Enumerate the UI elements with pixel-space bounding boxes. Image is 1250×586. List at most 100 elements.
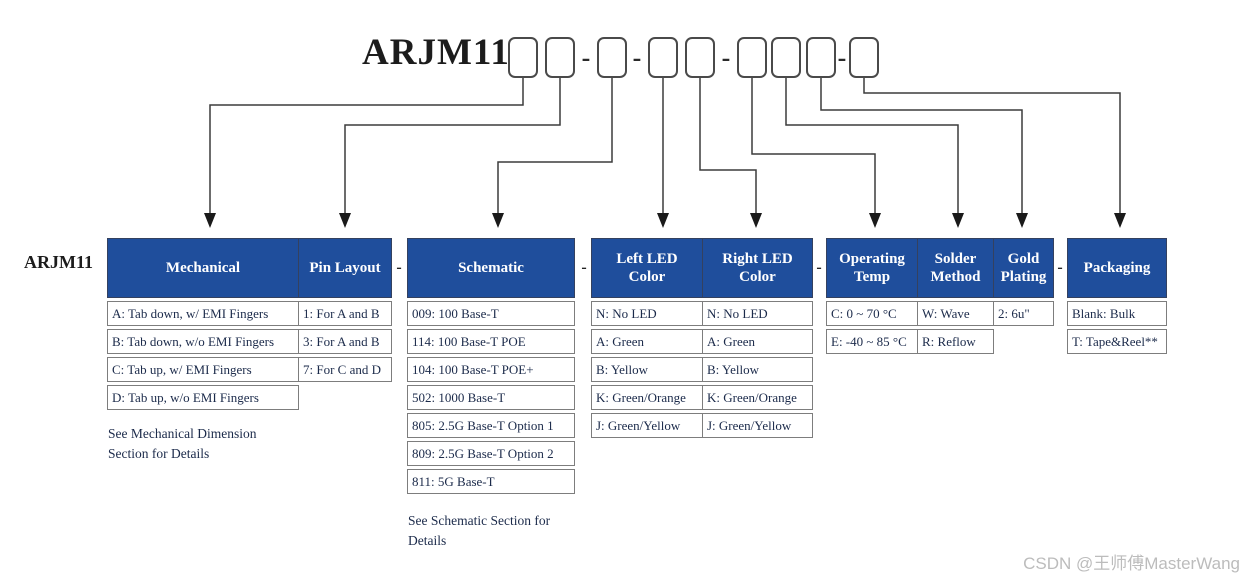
arrow-line-gold-plating [820,77,1023,214]
table-row: 2: 6u" [993,301,1054,326]
column-title-line1: Solder [934,251,977,267]
arrow-line-solder-method [785,77,959,214]
column-title-line1: Gold [1007,251,1040,267]
table-separator-dash: - [816,259,822,276]
arrow-line-mechanical [209,77,524,214]
arrow-line-right-led [699,77,757,214]
column-solder-method-header: Solder Method [917,238,994,298]
table-row: A: Green [702,329,813,354]
digit-box-mechanical [508,37,538,78]
arrow-line-schematic [497,77,613,214]
column-title: Pin Layout [309,260,381,276]
column-title: Packaging [1083,260,1151,276]
column-title-line2: Plating [1000,269,1047,285]
table-row: N: No LED [702,301,813,326]
digit-box-operating-temp [737,37,767,78]
footnote-line1: See Mechanical Dimension [108,426,257,441]
column-title-line2: Color [739,269,776,285]
digit-box-right-led [685,37,715,78]
column-operating-temp-header: Operating Temp [826,238,918,298]
arrowhead-icon [339,213,351,228]
column-title-line1: Left LED [616,251,678,267]
table-row: A: Green [591,329,703,354]
table-row: J: Green/Yellow [702,413,813,438]
column-title-line2: Temp [853,269,891,285]
part-number-dash: - [837,43,847,72]
column-title-line1: Operating [839,251,905,267]
table-row: B: Yellow [702,357,813,382]
table-row: 114: 100 Base-T POE [407,329,575,354]
table-row: J: Green/Yellow [591,413,703,438]
column-pin-layout: Pin Layout 1: For A and B 3: For A and B… [298,238,392,382]
column-gold-plating-header: Gold Plating [993,238,1054,298]
column-title-line2: Method [930,269,981,285]
table-row: 809: 2.5G Base-T Option 2 [407,441,575,466]
arrowhead-icon [657,213,669,228]
arrowhead-icon [869,213,881,228]
table-row: W: Wave [917,301,994,326]
footnote-line2: Section for Details [108,445,210,461]
digit-box-solder-method [771,37,801,78]
table-row: C: Tab up, w/ EMI Fingers [107,357,299,382]
table-row: 3: For A and B [298,329,392,354]
table-row: C: 0 ~ 70 °C [826,301,918,326]
part-number-dash: - [581,43,591,72]
column-right-led-color: Right LED Color N: No LED A: Green B: Ye… [702,238,813,438]
csdn-watermark: CSDN @王师傅MasterWang [1023,554,1240,573]
arrowhead-icon [952,213,964,228]
arrow-line-operating-temp [751,77,876,214]
table-separator-dash: - [396,259,402,276]
column-packaging-header: Packaging [1067,238,1167,298]
table-row: R: Reflow [917,329,994,354]
column-operating-temp: Operating Temp C: 0 ~ 70 °C E: -40 ~ 85 … [826,238,918,354]
footnote-line1: See Schematic Section for [408,513,551,528]
table-row: 7: For C and D [298,357,392,382]
table-row: 805: 2.5G Base-T Option 1 [407,413,575,438]
table-row: 1: For A and B [298,301,392,326]
column-title: Mechanical [165,260,241,276]
footnote-line2: Details [408,532,447,548]
arrowhead-icon [1114,213,1126,228]
column-packaging: Packaging Blank: Bulk T: Tape&Reel** [1067,238,1167,354]
table-separator-dash: - [1057,259,1063,276]
table-row: K: Green/Orange [702,385,813,410]
column-right-led-header: Right LED Color [702,238,813,298]
column-gold-plating: Gold Plating 2: 6u" [993,238,1054,326]
table-row: Blank: Bulk [1067,301,1167,326]
table-row: B: Tab down, w/o EMI Fingers [107,329,299,354]
series-label: ARJM11 [24,252,93,272]
arrowhead-icon [204,213,216,228]
table-row: D: Tab up, w/o EMI Fingers [107,385,299,410]
column-mechanical: Mechanical A: Tab down, w/ EMI Fingers B… [107,238,299,410]
column-mechanical-header: Mechanical [107,238,299,298]
digit-box-left-led [648,37,678,78]
table-row: 104: 100 Base-T POE+ [407,357,575,382]
arrow-connector-lines [204,77,1126,228]
part-number-dash: - [721,43,731,72]
digit-box-schematic [597,37,627,78]
arrow-line-packaging [863,77,1121,214]
table-row: 502: 1000 Base-T [407,385,575,410]
column-schematic: Schematic 009: 100 Base-T 114: 100 Base-… [407,238,575,494]
table-separator-dash: - [581,259,587,276]
digit-box-packaging [849,37,879,78]
arrow-line-pin-layout [344,77,561,214]
column-left-led-color: Left LED Color N: No LED A: Green B: Yel… [591,238,703,438]
table-row: E: -40 ~ 85 °C [826,329,918,354]
table-row: A: Tab down, w/ EMI Fingers [107,301,299,326]
column-pin-layout-header: Pin Layout [298,238,392,298]
column-schematic-header: Schematic [407,238,575,298]
arrowhead-icon [1016,213,1028,228]
table-row: 009: 100 Base-T [407,301,575,326]
table-row: T: Tape&Reel** [1067,329,1167,354]
column-left-led-header: Left LED Color [591,238,703,298]
table-row: N: No LED [591,301,703,326]
arrowhead-icon [492,213,504,228]
table-row: 811: 5G Base-T [407,469,575,494]
digit-box-pin-layout [545,37,575,78]
column-title: Schematic [458,260,524,276]
column-title-line2: Color [628,269,666,285]
table-row: K: Green/Orange [591,385,703,410]
schematic-footnote: See Schematic Section for Details [408,511,550,550]
